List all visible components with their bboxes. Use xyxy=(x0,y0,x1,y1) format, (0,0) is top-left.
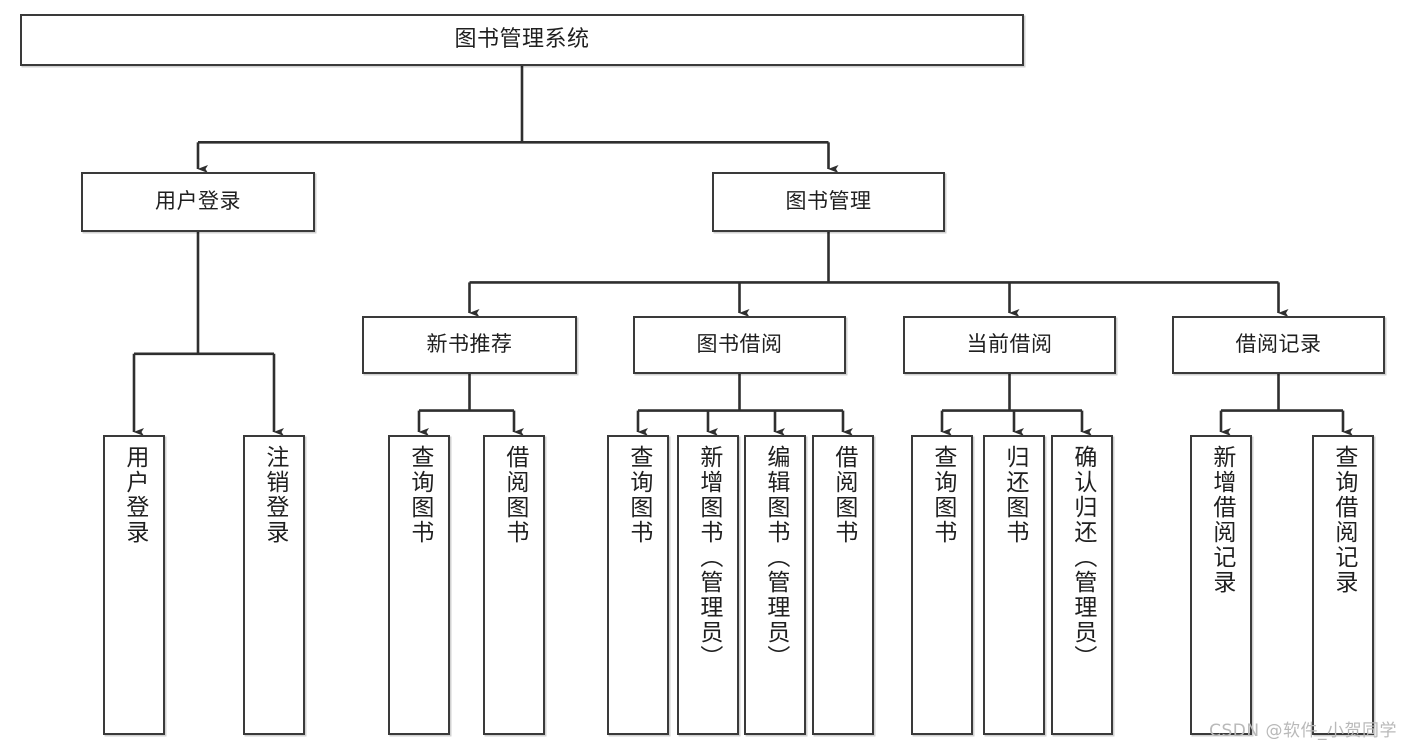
node-leaf-edit-book[interactable]: 编辑图书（管理员） xyxy=(744,435,806,735)
node-leaf-query-books-2[interactable]: 查询图书 xyxy=(607,435,669,735)
node-label: 确认归还（管理员） xyxy=(1069,445,1096,670)
node-label: 注销登录 xyxy=(261,445,288,545)
node-book-borrow[interactable]: 图书借阅 xyxy=(633,316,846,374)
node-label: 借阅图书 xyxy=(501,445,528,545)
node-label: 用户登录 xyxy=(121,445,148,545)
node-label: 新书推荐 xyxy=(426,332,513,357)
node-book-manage[interactable]: 图书管理 xyxy=(712,172,945,232)
node-user-login[interactable]: 用户登录 xyxy=(81,172,315,232)
node-label: 借阅图书 xyxy=(830,445,857,545)
node-leaf-query-books-1[interactable]: 查询图书 xyxy=(388,435,450,735)
node-leaf-query-record[interactable]: 查询借阅记录 xyxy=(1312,435,1374,735)
node-root[interactable]: 图书管理系统 xyxy=(20,14,1024,66)
node-leaf-borrow-books-2[interactable]: 借阅图书 xyxy=(812,435,874,735)
node-label: 查询图书 xyxy=(625,445,652,545)
node-label: 图书管理 xyxy=(785,189,872,214)
node-label: 查询借阅记录 xyxy=(1330,445,1357,595)
node-label: 新增借阅记录 xyxy=(1208,445,1235,595)
node-leaf-add-record[interactable]: 新增借阅记录 xyxy=(1190,435,1252,735)
node-label: 用户登录 xyxy=(155,189,241,214)
node-label: 借阅记录 xyxy=(1235,332,1322,357)
node-leaf-query-books-3[interactable]: 查询图书 xyxy=(911,435,973,735)
node-label: 查询图书 xyxy=(929,445,956,545)
node-label: 编辑图书（管理员） xyxy=(762,445,789,670)
node-new-book-rec[interactable]: 新书推荐 xyxy=(362,316,577,374)
node-leaf-logout[interactable]: 注销登录 xyxy=(243,435,305,735)
node-leaf-add-book[interactable]: 新增图书（管理员） xyxy=(677,435,739,735)
node-current-borrow[interactable]: 当前借阅 xyxy=(903,316,1116,374)
node-label: 新增图书（管理员） xyxy=(695,445,722,670)
node-leaf-return-book[interactable]: 归还图书 xyxy=(983,435,1045,735)
node-label: 当前借阅 xyxy=(966,332,1053,357)
node-leaf-borrow-books-1[interactable]: 借阅图书 xyxy=(483,435,545,735)
node-borrow-record[interactable]: 借阅记录 xyxy=(1172,316,1385,374)
csdn-watermark: CSDN @软件_小贺同学 xyxy=(1209,721,1397,741)
node-label: 图书管理系统 xyxy=(454,26,590,52)
node-leaf-user-login[interactable]: 用户登录 xyxy=(103,435,165,735)
node-label: 归还图书 xyxy=(1001,445,1028,545)
node-label: 查询图书 xyxy=(406,445,433,545)
node-leaf-confirm-return[interactable]: 确认归还（管理员） xyxy=(1051,435,1113,735)
node-label: 图书借阅 xyxy=(696,332,783,357)
